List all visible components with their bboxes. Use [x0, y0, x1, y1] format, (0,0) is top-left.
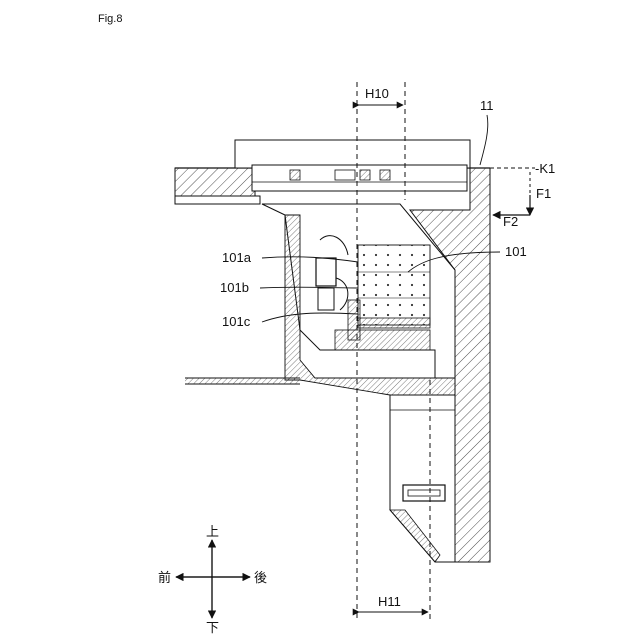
label-f2: F2	[503, 214, 518, 229]
label-101b: 101b	[220, 280, 249, 295]
top-unit	[235, 140, 470, 191]
label-11: 11	[480, 98, 494, 113]
figure-title: Fig.8	[98, 13, 122, 25]
lower-duct	[390, 395, 455, 562]
label-h11: H11	[378, 594, 401, 609]
direction-compass: 上 下 前 後	[158, 525, 267, 636]
label-101c: 101c	[222, 314, 251, 329]
label-f1: F1	[536, 186, 551, 201]
force-f2: F2	[493, 214, 530, 229]
component-101c	[348, 300, 360, 340]
label-front: 前	[158, 570, 171, 586]
label-down: 下	[206, 621, 219, 636]
dimension-h11: H11	[359, 594, 428, 612]
label-101: 101	[505, 244, 527, 259]
label-101a: 101a	[222, 250, 252, 265]
label-back: 後	[254, 571, 267, 586]
label-h10: H10	[365, 86, 389, 101]
dimension-h10: H10	[359, 86, 403, 105]
label-up: 上	[206, 525, 219, 540]
force-f1: F1	[530, 186, 551, 215]
leader-11: 11	[480, 98, 494, 165]
label-k1: -K1	[535, 161, 555, 176]
